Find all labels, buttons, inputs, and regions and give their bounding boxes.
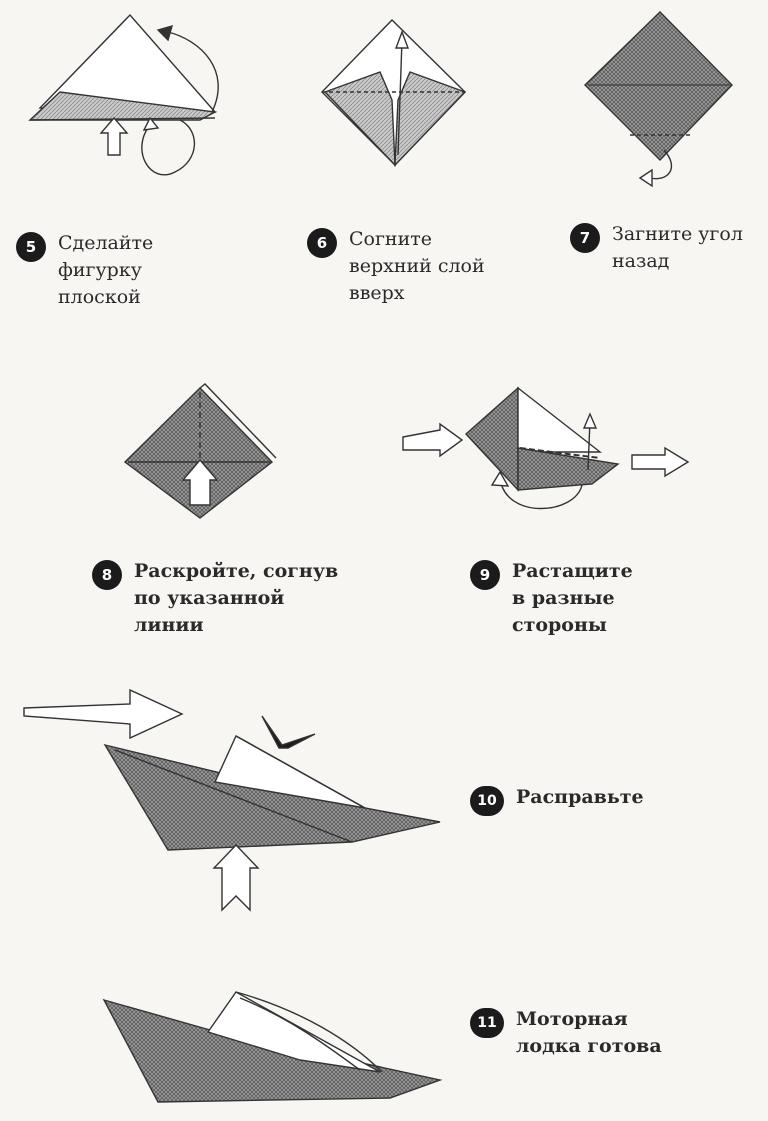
step-number-badge: 6: [307, 228, 337, 258]
step-caption: Растащите в разные стороны: [512, 560, 633, 636]
step-8: 8 Раскройте, согнув по указанной линии: [92, 560, 338, 639]
step5-figure: [28, 13, 219, 176]
step-caption: Раскройте, согнув по указанной линии: [134, 560, 339, 636]
step-number-badge: 8: [92, 560, 122, 590]
step-caption: Расправьте: [516, 786, 644, 808]
step10-figure: [23, 688, 441, 912]
step-caption: Сделайте фигурку плоской: [58, 232, 154, 308]
step9-figure: [402, 386, 690, 510]
step-number-badge: 7: [570, 223, 600, 253]
step6-figure: [321, 19, 467, 167]
step-caption: Моторная лодка готова: [516, 1008, 662, 1057]
step-9: 9 Растащите в разные стороны: [470, 560, 633, 639]
step7-figure: [584, 11, 733, 188]
step-7: 7 Загните угол назад: [570, 223, 743, 275]
step-caption: Загните угол назад: [612, 223, 743, 272]
step8-figure: [123, 383, 277, 519]
step-number-badge: 10: [470, 786, 504, 816]
step-11: 11 Моторная лодка готова: [470, 1008, 662, 1060]
step-6: 6 Согните верхний слой вверх: [307, 228, 485, 307]
step-caption: Согните верхний слой вверх: [349, 228, 485, 304]
step-10: 10 Расправьте: [470, 786, 644, 816]
step-number-badge: 9: [470, 560, 500, 590]
step-5: 5 Сделайте фигурку плоской: [16, 232, 153, 311]
step-number-badge: 5: [16, 232, 46, 262]
step11-figure: [102, 991, 443, 1103]
step-number-badge: 11: [470, 1008, 504, 1038]
